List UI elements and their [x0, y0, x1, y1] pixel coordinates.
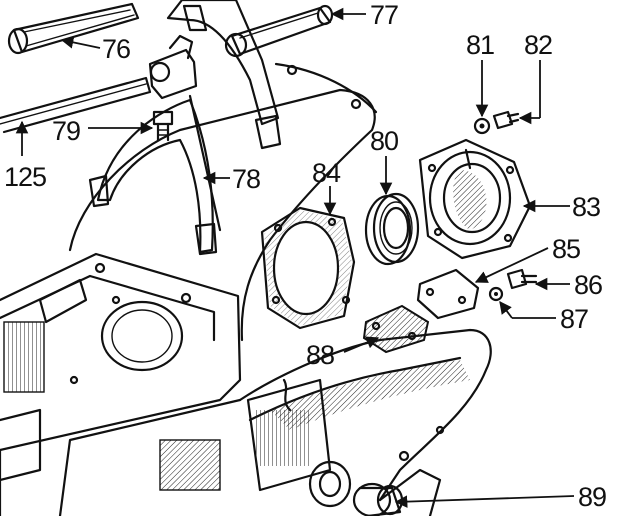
shaft-125: [0, 76, 152, 134]
selector-fork-78: [88, 34, 222, 256]
label-84: 84: [312, 158, 341, 188]
bolt-79: [152, 110, 174, 142]
cover-plate-85: [416, 268, 480, 320]
selector-rod-76: [7, 2, 140, 55]
leader-lines: [15, 7, 575, 508]
leader-87b: [499, 300, 513, 319]
gasket-84: [260, 206, 356, 330]
screw-82: [492, 110, 520, 130]
gearbox-casing: [0, 252, 242, 516]
label-83: 83: [572, 192, 600, 222]
label-82: 82: [524, 30, 552, 60]
leader-85: [474, 247, 549, 283]
label-89: 89: [578, 482, 606, 512]
leader-76: [60, 36, 101, 49]
label-86: 86: [574, 270, 602, 300]
label-76: 76: [102, 34, 130, 64]
label-80: 80: [370, 126, 398, 156]
washer-81: [473, 117, 491, 135]
part-labels: 76 77 79 78 125 81 82 80 84 83 85 86 87 …: [4, 0, 607, 512]
gasket-88: [362, 304, 430, 354]
label-81: 81: [466, 30, 494, 60]
washer-87: [488, 286, 504, 302]
label-77: 77: [370, 0, 398, 30]
leader-89: [394, 495, 575, 508]
extension-housing: [238, 328, 492, 516]
label-79: 79: [52, 116, 80, 146]
rear-bearing-housing-83: [418, 138, 532, 260]
label-87: 87: [560, 304, 588, 334]
screw-86: [506, 268, 538, 290]
selector-fork-large: [166, 0, 282, 150]
oil-seal-80: [364, 192, 420, 266]
label-88: 88: [306, 340, 334, 370]
label-85: 85: [552, 234, 580, 264]
label-125: 125: [4, 162, 46, 192]
label-78: 78: [232, 164, 260, 194]
leader-88: [343, 336, 380, 353]
gearbox-cover-plate: [68, 62, 378, 342]
